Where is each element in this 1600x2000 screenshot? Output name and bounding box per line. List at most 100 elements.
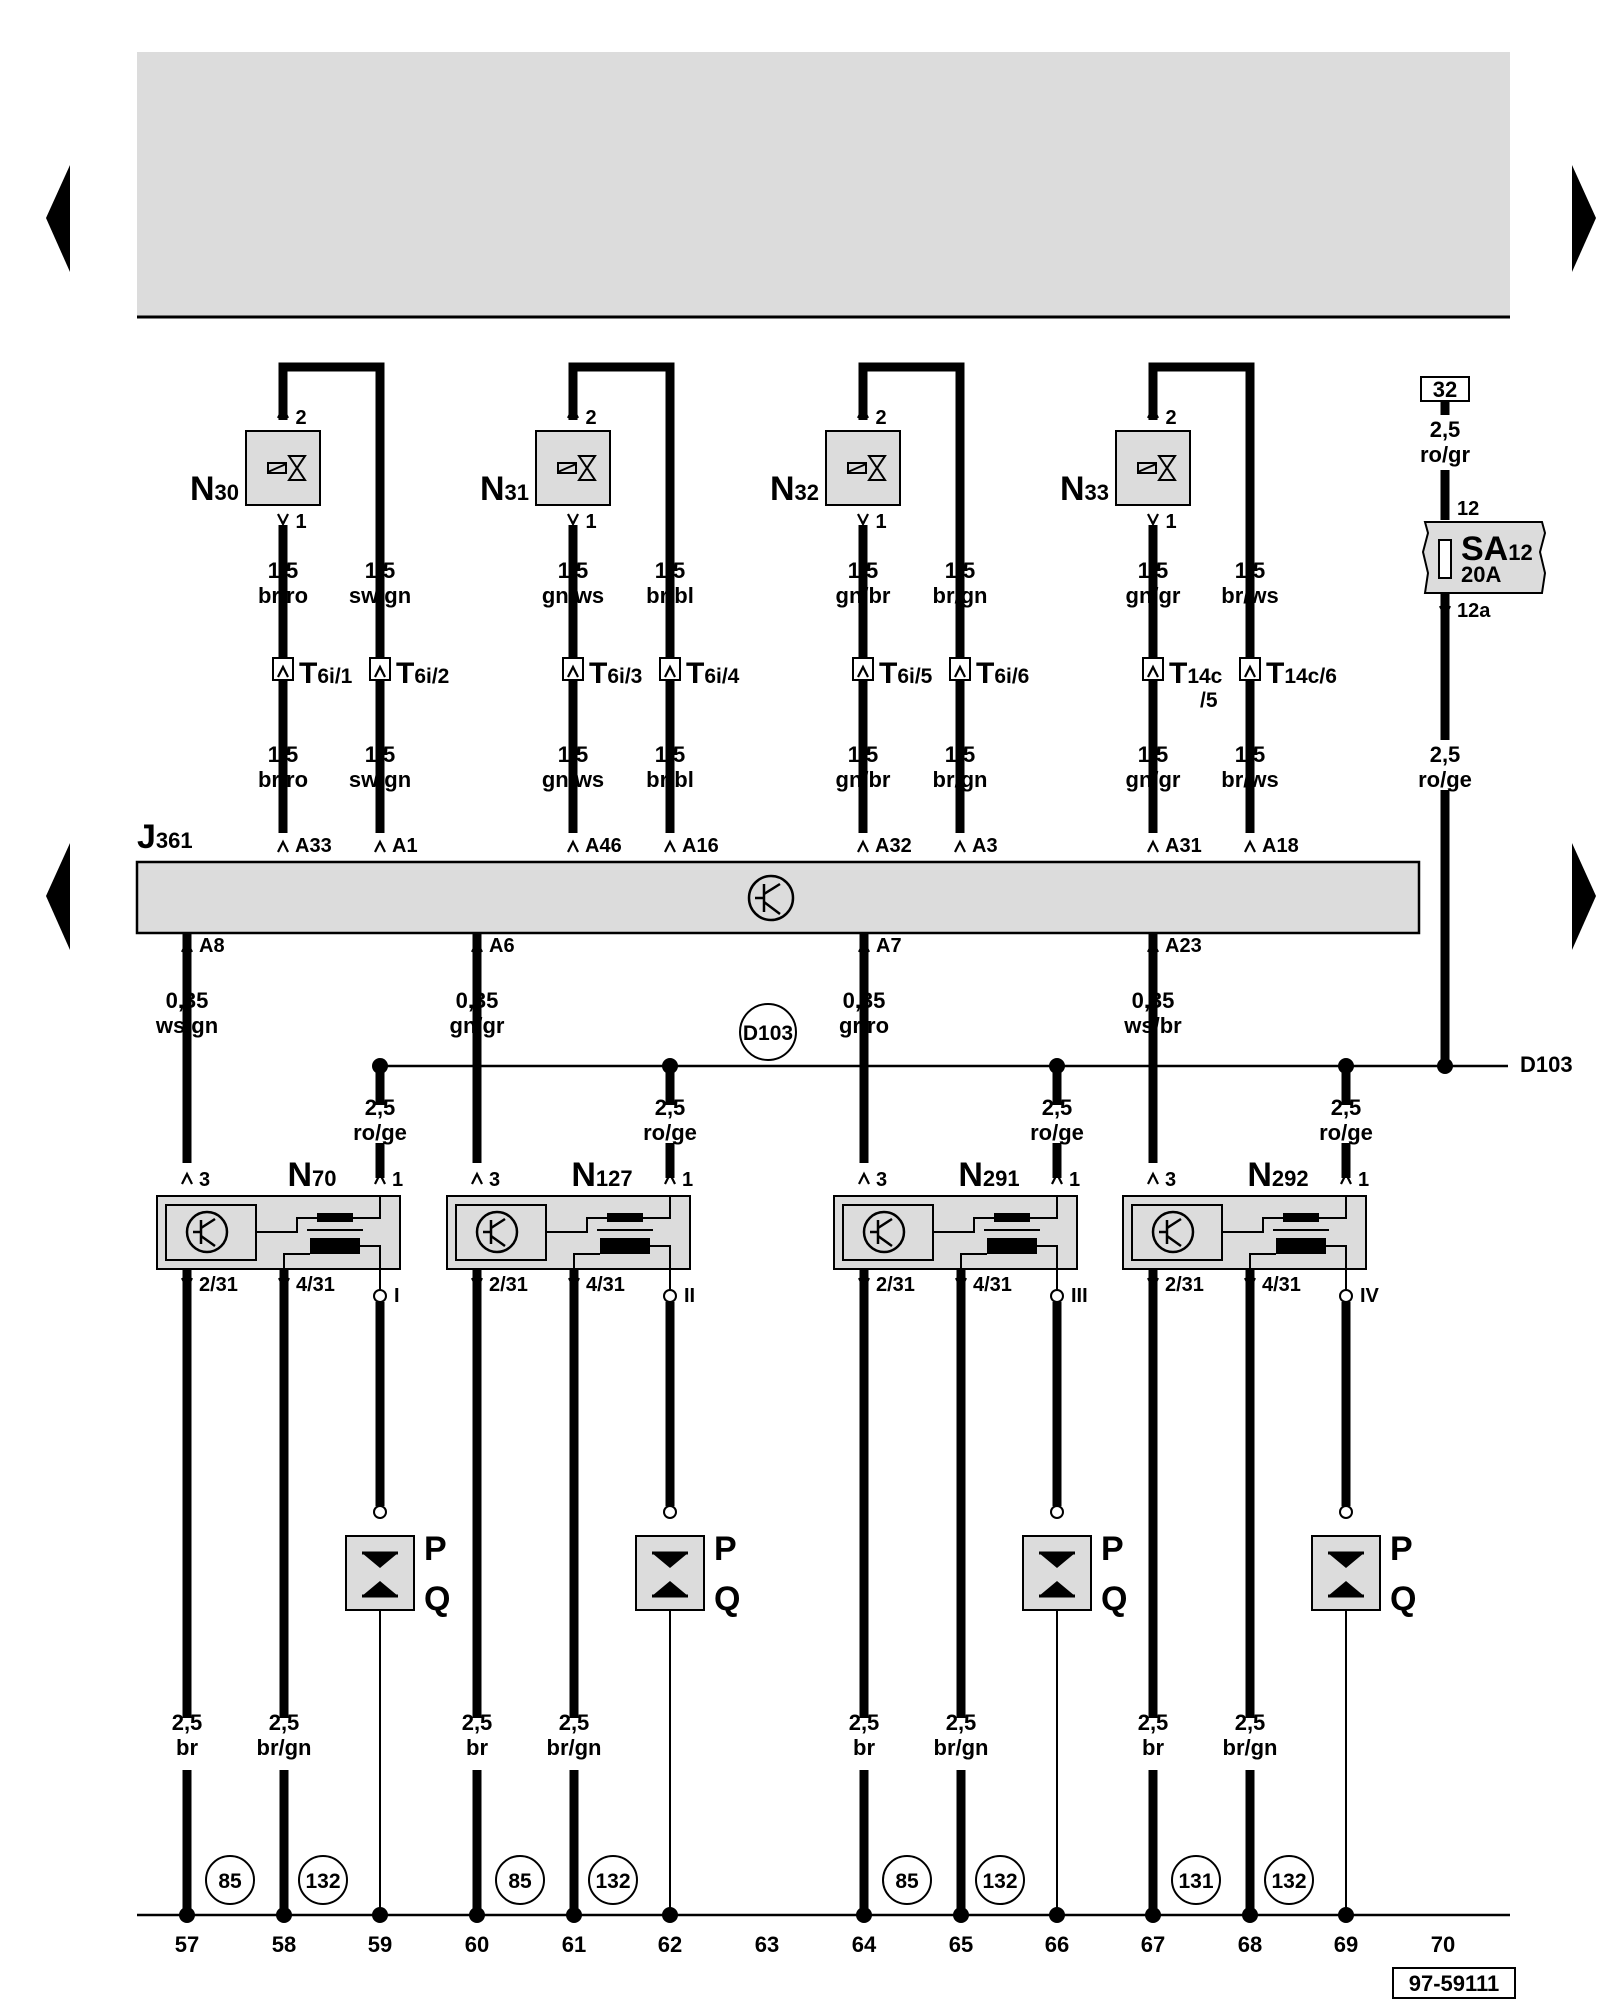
solenoid-diagonal [557, 463, 577, 473]
ecu-pin-label: A31 [1165, 835, 1202, 857]
wire-size-label: 1,5 [1235, 558, 1266, 583]
bus-label: D103 [1520, 1052, 1573, 1077]
wire-color-label: sw/gn [349, 767, 411, 792]
pin-arrow-icon [1147, 664, 1159, 678]
ground-reference: 132 [595, 1870, 630, 1893]
wire-color-label: ws/br [1123, 1013, 1182, 1038]
valve-box [1115, 430, 1191, 506]
spark-electrode-icon [1039, 1581, 1075, 1596]
column-number: 58 [272, 1932, 296, 1957]
spark-electrode-icon [1039, 1553, 1075, 1568]
valve-return-wire [858, 362, 965, 833]
column-number: 61 [562, 1932, 586, 1957]
transistor-icon [1151, 1210, 1195, 1254]
transistor-emitter [490, 1234, 506, 1248]
spark-label-p: P [714, 1530, 737, 1568]
reference-circle [975, 1855, 1025, 1905]
coil-pin-4: 4/31 [973, 1274, 1012, 1296]
ecu-pin-label: A16 [682, 835, 719, 857]
coil-internal-wire [546, 1196, 671, 1233]
pin-arrow-icon [181, 1171, 193, 1185]
ground-reference: 85 [508, 1870, 532, 1893]
spark-plug-box [345, 1535, 415, 1611]
valve-name: N31 [480, 470, 529, 508]
wire-size-label: 1,5 [268, 742, 299, 767]
coil-internal-wire [1326, 1245, 1347, 1290]
coil-internal-wire [1037, 1245, 1058, 1290]
reference-circle [205, 1855, 255, 1905]
wire-size-label: 1,5 [945, 558, 976, 583]
valve-return-wire [1148, 362, 1255, 833]
solenoid-coil [847, 462, 867, 474]
coil-pin-2: 2/31 [199, 1274, 238, 1296]
connector-label: T6i/5 [879, 657, 933, 690]
ecu-pin-label: A7 [876, 935, 902, 957]
pin-arrow-icon [954, 839, 966, 853]
wire-color-label: br/ro [258, 767, 308, 792]
coil-pin-3: 3 [199, 1169, 210, 1191]
pin-arrow-icon [664, 839, 676, 853]
wire-size-label: 1,5 [848, 742, 879, 767]
ground-reference: 132 [305, 1870, 340, 1893]
wire-size-label: 1,5 [1138, 742, 1169, 767]
transistor-emitter [200, 1234, 216, 1248]
left-arrow-icon[interactable] [46, 165, 70, 272]
right-arrow-icon[interactable] [1572, 165, 1596, 272]
ecu-pin-label: A32 [875, 835, 912, 857]
ht-terminal [373, 1505, 387, 1519]
wire-color-label: br/gn [1223, 1735, 1278, 1760]
ht-terminal [1050, 1289, 1064, 1303]
transistor-collector [1166, 1217, 1182, 1230]
spark-label-q: Q [1101, 1580, 1127, 1618]
ground-reference: 85 [895, 1870, 919, 1893]
transistor-icon [747, 874, 795, 922]
connector-label: T14c/6 [1266, 657, 1337, 690]
wire-color-label: gn/gr [450, 1013, 505, 1038]
valve-pin-bottom: 1 [1165, 511, 1176, 533]
wire-color-label: br/ws [1221, 583, 1278, 608]
pin-arrow-icon [664, 1171, 676, 1185]
wire-size-label: 2,5 [1138, 1710, 1169, 1735]
coil-internal-wire [283, 1253, 310, 1275]
pin-arrow-icon [1340, 1171, 1352, 1185]
wire-color-label: ro/ge [1319, 1120, 1373, 1145]
pin-arrow-icon [1147, 513, 1159, 527]
fuse-name: SA12 [1461, 530, 1533, 568]
wire-size-label: 0,35 [166, 988, 209, 1013]
wire-size-label: 2,5 [849, 1710, 880, 1735]
coil-internal-wire [1222, 1196, 1347, 1233]
wire-size-label: 1,5 [558, 558, 589, 583]
pin-arrow-icon [1147, 939, 1159, 953]
valve-body [1157, 455, 1177, 481]
valve-pin-top: 2 [585, 407, 596, 429]
wire-color-label: br/gn [933, 767, 988, 792]
wire-color-label: gn/br [836, 767, 891, 792]
pin-arrow-icon [1147, 839, 1159, 853]
pin-arrow-icon [1051, 1171, 1063, 1185]
pin-arrow-icon [858, 1171, 870, 1185]
reference-circle [1171, 1855, 1221, 1905]
wire-color-label: ro/ge [1030, 1120, 1084, 1145]
ht-terminal [663, 1505, 677, 1519]
pin-arrow-icon [857, 513, 869, 527]
valve-body [577, 455, 597, 481]
wire-color-label: br/ro [258, 583, 308, 608]
wire-color-label: br/gn [934, 1735, 989, 1760]
pin-arrow-icon [277, 405, 289, 419]
left-arrow-icon[interactable] [46, 843, 70, 950]
coil-pin-4: 4/31 [1262, 1274, 1301, 1296]
coil-internal-wire [256, 1196, 381, 1233]
cylinder-number: I [394, 1285, 400, 1307]
spark-plug-box [1311, 1535, 1381, 1611]
fuse-box [1421, 521, 1547, 594]
wire-size-label: 0,35 [456, 988, 499, 1013]
right-arrow-icon[interactable] [1572, 843, 1596, 950]
column-number: 66 [1045, 1932, 1069, 1957]
valve-box [245, 430, 321, 506]
pin-arrow-icon [181, 939, 193, 953]
wire-size-label: 2,5 [1430, 742, 1461, 767]
coil-pin-4: 4/31 [296, 1274, 335, 1296]
wire-size-label: 1,5 [1138, 558, 1169, 583]
ecu-bar [135, 860, 1421, 935]
